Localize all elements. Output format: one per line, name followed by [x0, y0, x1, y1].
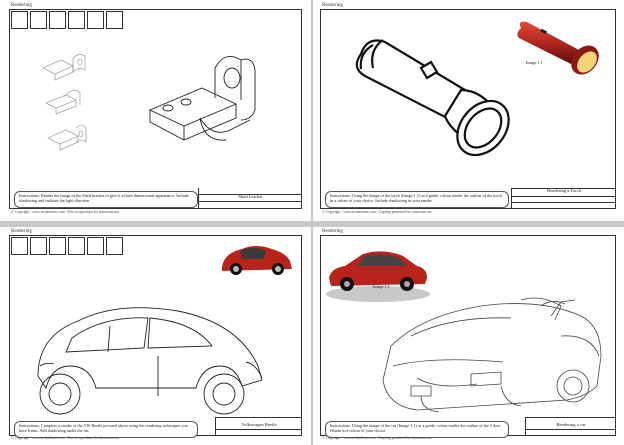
page-title: Rendering: [322, 229, 343, 234]
torch-drawing: [355, 39, 510, 157]
title-block: Shaft bracket: [198, 188, 302, 208]
title-block: Rendering a Torch: [511, 188, 616, 208]
page-title: Rendering: [11, 229, 32, 234]
image-caption: Image 1.1: [373, 284, 390, 289]
grade-boxes: [11, 237, 125, 255]
car-photo: [326, 251, 430, 302]
copyright-text: © Copyright - www.technoheart.com - Free…: [11, 210, 120, 214]
instructions-text: Instructions: Using the image of the car…: [330, 423, 501, 433]
sheet-label: Rendering a Torch: [546, 188, 582, 193]
instructions-text: Instructions: Render the image of the Sh…: [19, 193, 189, 203]
sheet-honda: Rendering Image 1.1: [314, 228, 624, 445]
honda-drawing: [382, 297, 602, 413]
instructions-box: Instructions: Using the image of the car…: [325, 421, 509, 438]
torch-photo: [517, 21, 599, 75]
instructions-text: Instructions: Using the image of the tor…: [330, 193, 502, 203]
copyright-text: © Copyright - www.technoheart.com - Copy…: [322, 436, 432, 440]
instructions-text: Instructions: Complete a render of the V…: [19, 423, 188, 433]
beetle-drawing: [37, 307, 263, 415]
sheet-shaft-bracket: Rendering: [0, 0, 310, 220]
drawing-frame: Image 1.1 Instructions: Using the image …: [320, 235, 616, 438]
sheet-label: Volkswagen Beetle: [241, 422, 277, 427]
sheet-torch: Rendering Image 1.1: [314, 0, 624, 220]
shaft-bracket-drawing: [42, 54, 256, 151]
horizontal-separator: [0, 221, 624, 227]
sheet-label: Rendering a car: [556, 422, 586, 427]
copyright-text: © Copyright - www.technoheart.com - Copy…: [322, 210, 432, 214]
sheet-beetle: Rendering Instructions: Co: [0, 228, 310, 445]
title-block: Volkswagen Beetle: [215, 417, 302, 435]
instructions-box: Instructions: Using the image of the tor…: [325, 191, 509, 208]
drawing-frame: Instructions: Render the image of the Sh…: [9, 9, 302, 209]
copyright-text: © Copyright - www.technoheart.com - Free…: [11, 436, 120, 440]
grade-boxes: [11, 11, 125, 29]
beetle-photo: [222, 246, 292, 275]
title-block: Rendering a car: [525, 417, 616, 435]
page-title: Rendering: [11, 3, 32, 8]
instructions-box: Instructions: Complete a render of the V…: [14, 421, 198, 438]
drawing-frame: Instructions: Complete a render of the V…: [9, 235, 302, 438]
page-title: Rendering: [322, 3, 343, 8]
sheet-label: Shaft bracket: [238, 194, 263, 199]
image-caption: Image 1.1: [526, 60, 543, 65]
drawing-frame: Image 1.1 Instructions: Using the image …: [320, 9, 616, 209]
instructions-box: Instructions: Render the image of the Sh…: [14, 191, 198, 208]
